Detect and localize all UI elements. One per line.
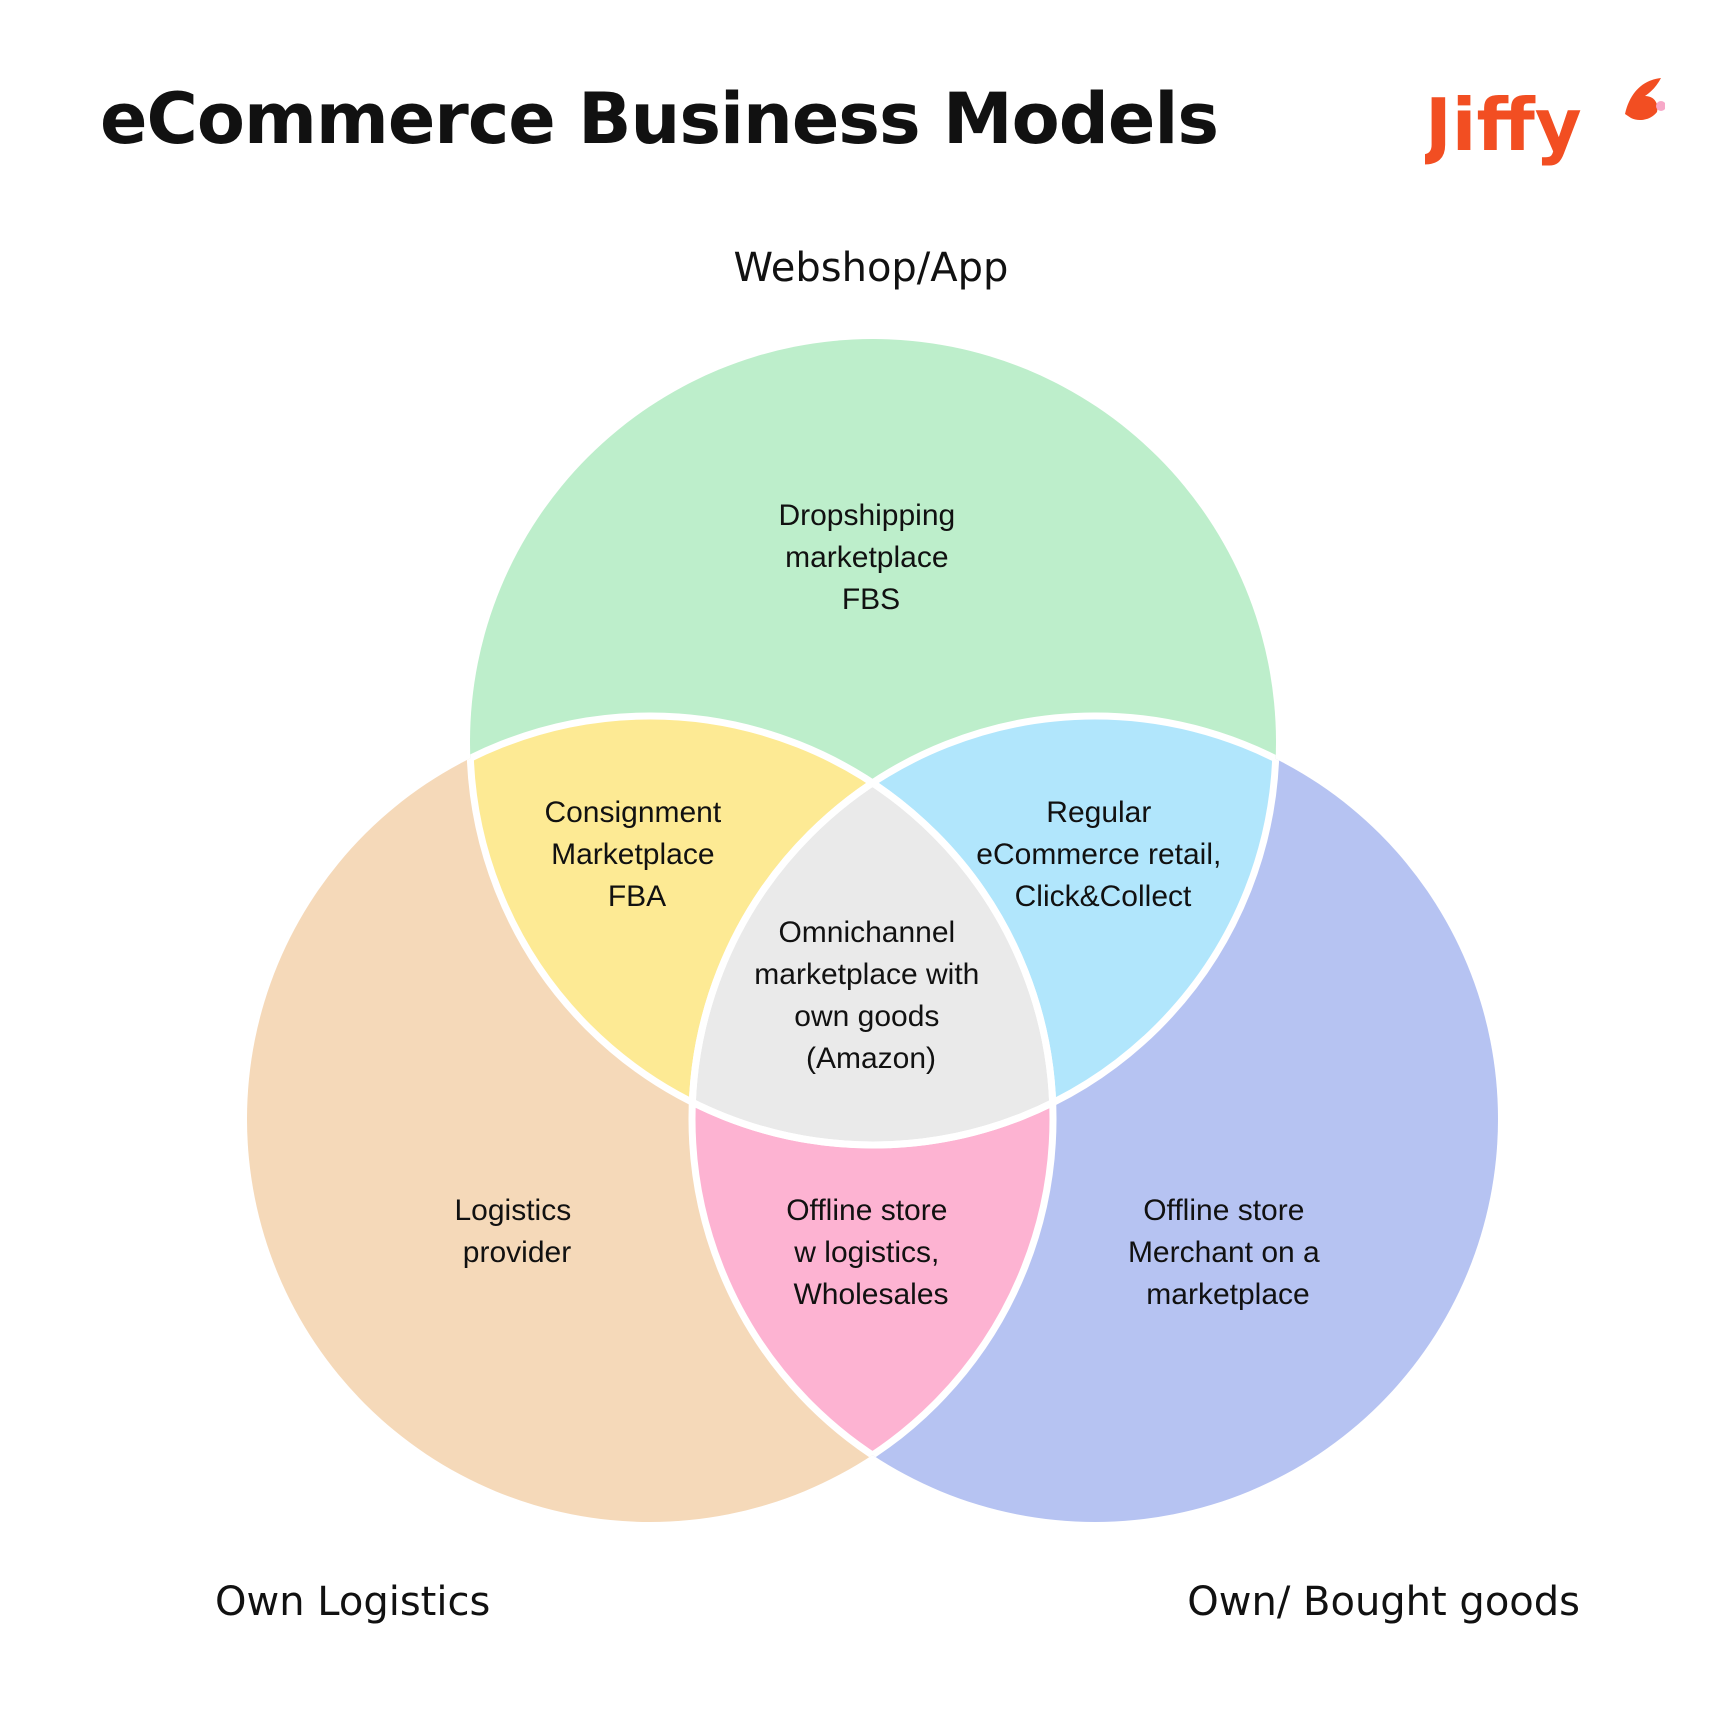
bird-beak-icon	[1656, 101, 1665, 111]
region-label-top-only: Dropshipping marketplace FBS	[778, 499, 963, 616]
region-labels: Dropshipping marketplace FBS Consignment…	[454, 499, 1328, 1311]
page-title: eCommerce Business Models	[100, 78, 1219, 160]
region-label-center: Omnichannel marketplace with own goods (…	[754, 916, 987, 1075]
set-label-own-logistics: Own Logistics	[215, 1579, 490, 1625]
region-label-top-right: Regular eCommerce retail, Click&Collect	[976, 796, 1229, 913]
region-label-left-right: Offline store w logistics, Wholesales	[786, 1194, 956, 1311]
set-labels: Webshop/App Own Logistics Own/ Bought go…	[215, 245, 1580, 1625]
bird-icon	[1625, 78, 1661, 120]
region-center-fill	[692, 716, 1053, 1145]
jiffy-logo: Jiffy	[1425, 78, 1665, 167]
region-label-left-only: Logistics provider	[454, 1194, 579, 1269]
set-label-webshop-app: Webshop/App	[734, 245, 1009, 291]
region-label-right-only: Offline store Merchant on a marketplace	[1128, 1194, 1328, 1311]
logo-wordmark: Jiffy	[1425, 83, 1582, 167]
region-label-top-left: Consignment Marketplace FBA	[544, 796, 729, 913]
set-label-own-bought-goods: Own/ Bought goods	[1187, 1579, 1580, 1625]
